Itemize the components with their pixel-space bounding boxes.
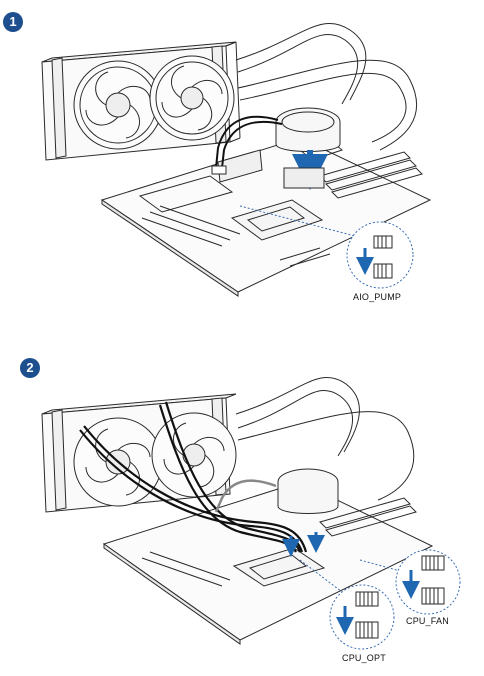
aio-pump-label: AIO_PUMP: [353, 292, 402, 302]
fan-left: [73, 60, 163, 150]
pump-cable: [215, 115, 279, 169]
fan-right-2: [151, 412, 237, 498]
pump-cable-2: [214, 479, 277, 513]
cpu-opt-label: CPU_OPT: [342, 653, 386, 663]
pump-block-2: [277, 468, 339, 514]
step-2-badge: 2: [20, 358, 40, 378]
step-2-illustration: [41, 376, 461, 650]
step-1-illustration: [41, 22, 432, 297]
coolant-tubes: [235, 22, 417, 151]
fan-right: [149, 55, 235, 141]
cpu-fan-header-icon: [421, 555, 445, 605]
coolant-tubes-2: [235, 376, 415, 501]
cpu-opt-header-icon: [355, 591, 379, 639]
step-1-badge: 1: [3, 12, 23, 32]
aio-pump-header-icon: [373, 235, 393, 279]
pump-block: [275, 107, 341, 152]
motherboard-2: [102, 481, 434, 645]
cpu-fan-label: CPU_FAN: [406, 616, 449, 626]
